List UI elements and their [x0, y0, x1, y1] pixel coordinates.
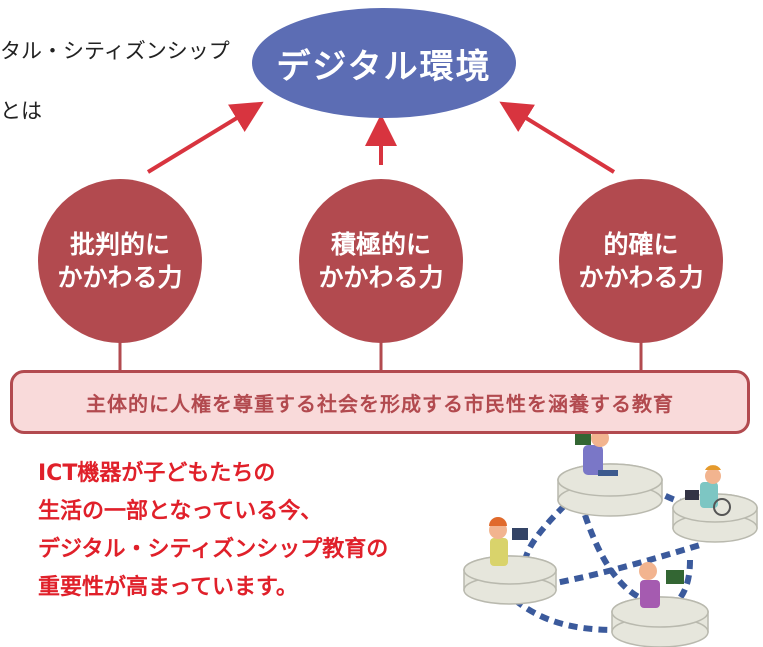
circle-2-line-1: 積極的に — [330, 230, 431, 259]
intro-line-2: とは — [0, 99, 42, 123]
circle-1-line-2: かかわる力 — [57, 263, 183, 292]
message-line-3: デジタル・シティズンシップ教育の — [38, 537, 389, 562]
message-line-1: ICT機器が子どもたちの — [38, 461, 276, 486]
top-node-digital-environment: デジタル環境 — [252, 8, 516, 118]
message-line-4: 重要性が高まっています。 — [38, 575, 298, 600]
arrow-right — [499, 101, 616, 174]
arrow-left — [146, 101, 264, 174]
circle-3-line-1: 的確に — [603, 230, 679, 259]
intro-text: タル・シティズンシップ とは — [0, 6, 230, 156]
intro-line-1: タル・シティズンシップ — [0, 39, 230, 63]
circle-critical-engagement: 批判的に かかわる力 — [38, 179, 202, 343]
highlight-message: ICT機器が子どもたちの 生活の一部となっている今、 デジタル・シティズンシップ… — [38, 455, 388, 607]
education-banner: 主体的に人権を尊重する社会を形成する市民性を涵養する教育 — [10, 370, 750, 434]
circle-3-line-2: かかわる力 — [578, 263, 704, 292]
banner-text: 主体的に人権を尊重する社会を形成する市民性を涵養する教育 — [86, 391, 674, 416]
top-node-label: デジタル環境 — [276, 46, 492, 87]
circle-2-line-2: かかわる力 — [318, 263, 444, 292]
circle-appropriate-engagement: 的確に かかわる力 — [559, 179, 723, 343]
circle-active-engagement: 積極的に かかわる力 — [299, 179, 463, 343]
circle-1-line-1: 批判的に — [69, 230, 170, 259]
message-line-2: 生活の一部となっている今、 — [38, 499, 323, 524]
networked-children-with-devices-illustration — [463, 429, 758, 647]
